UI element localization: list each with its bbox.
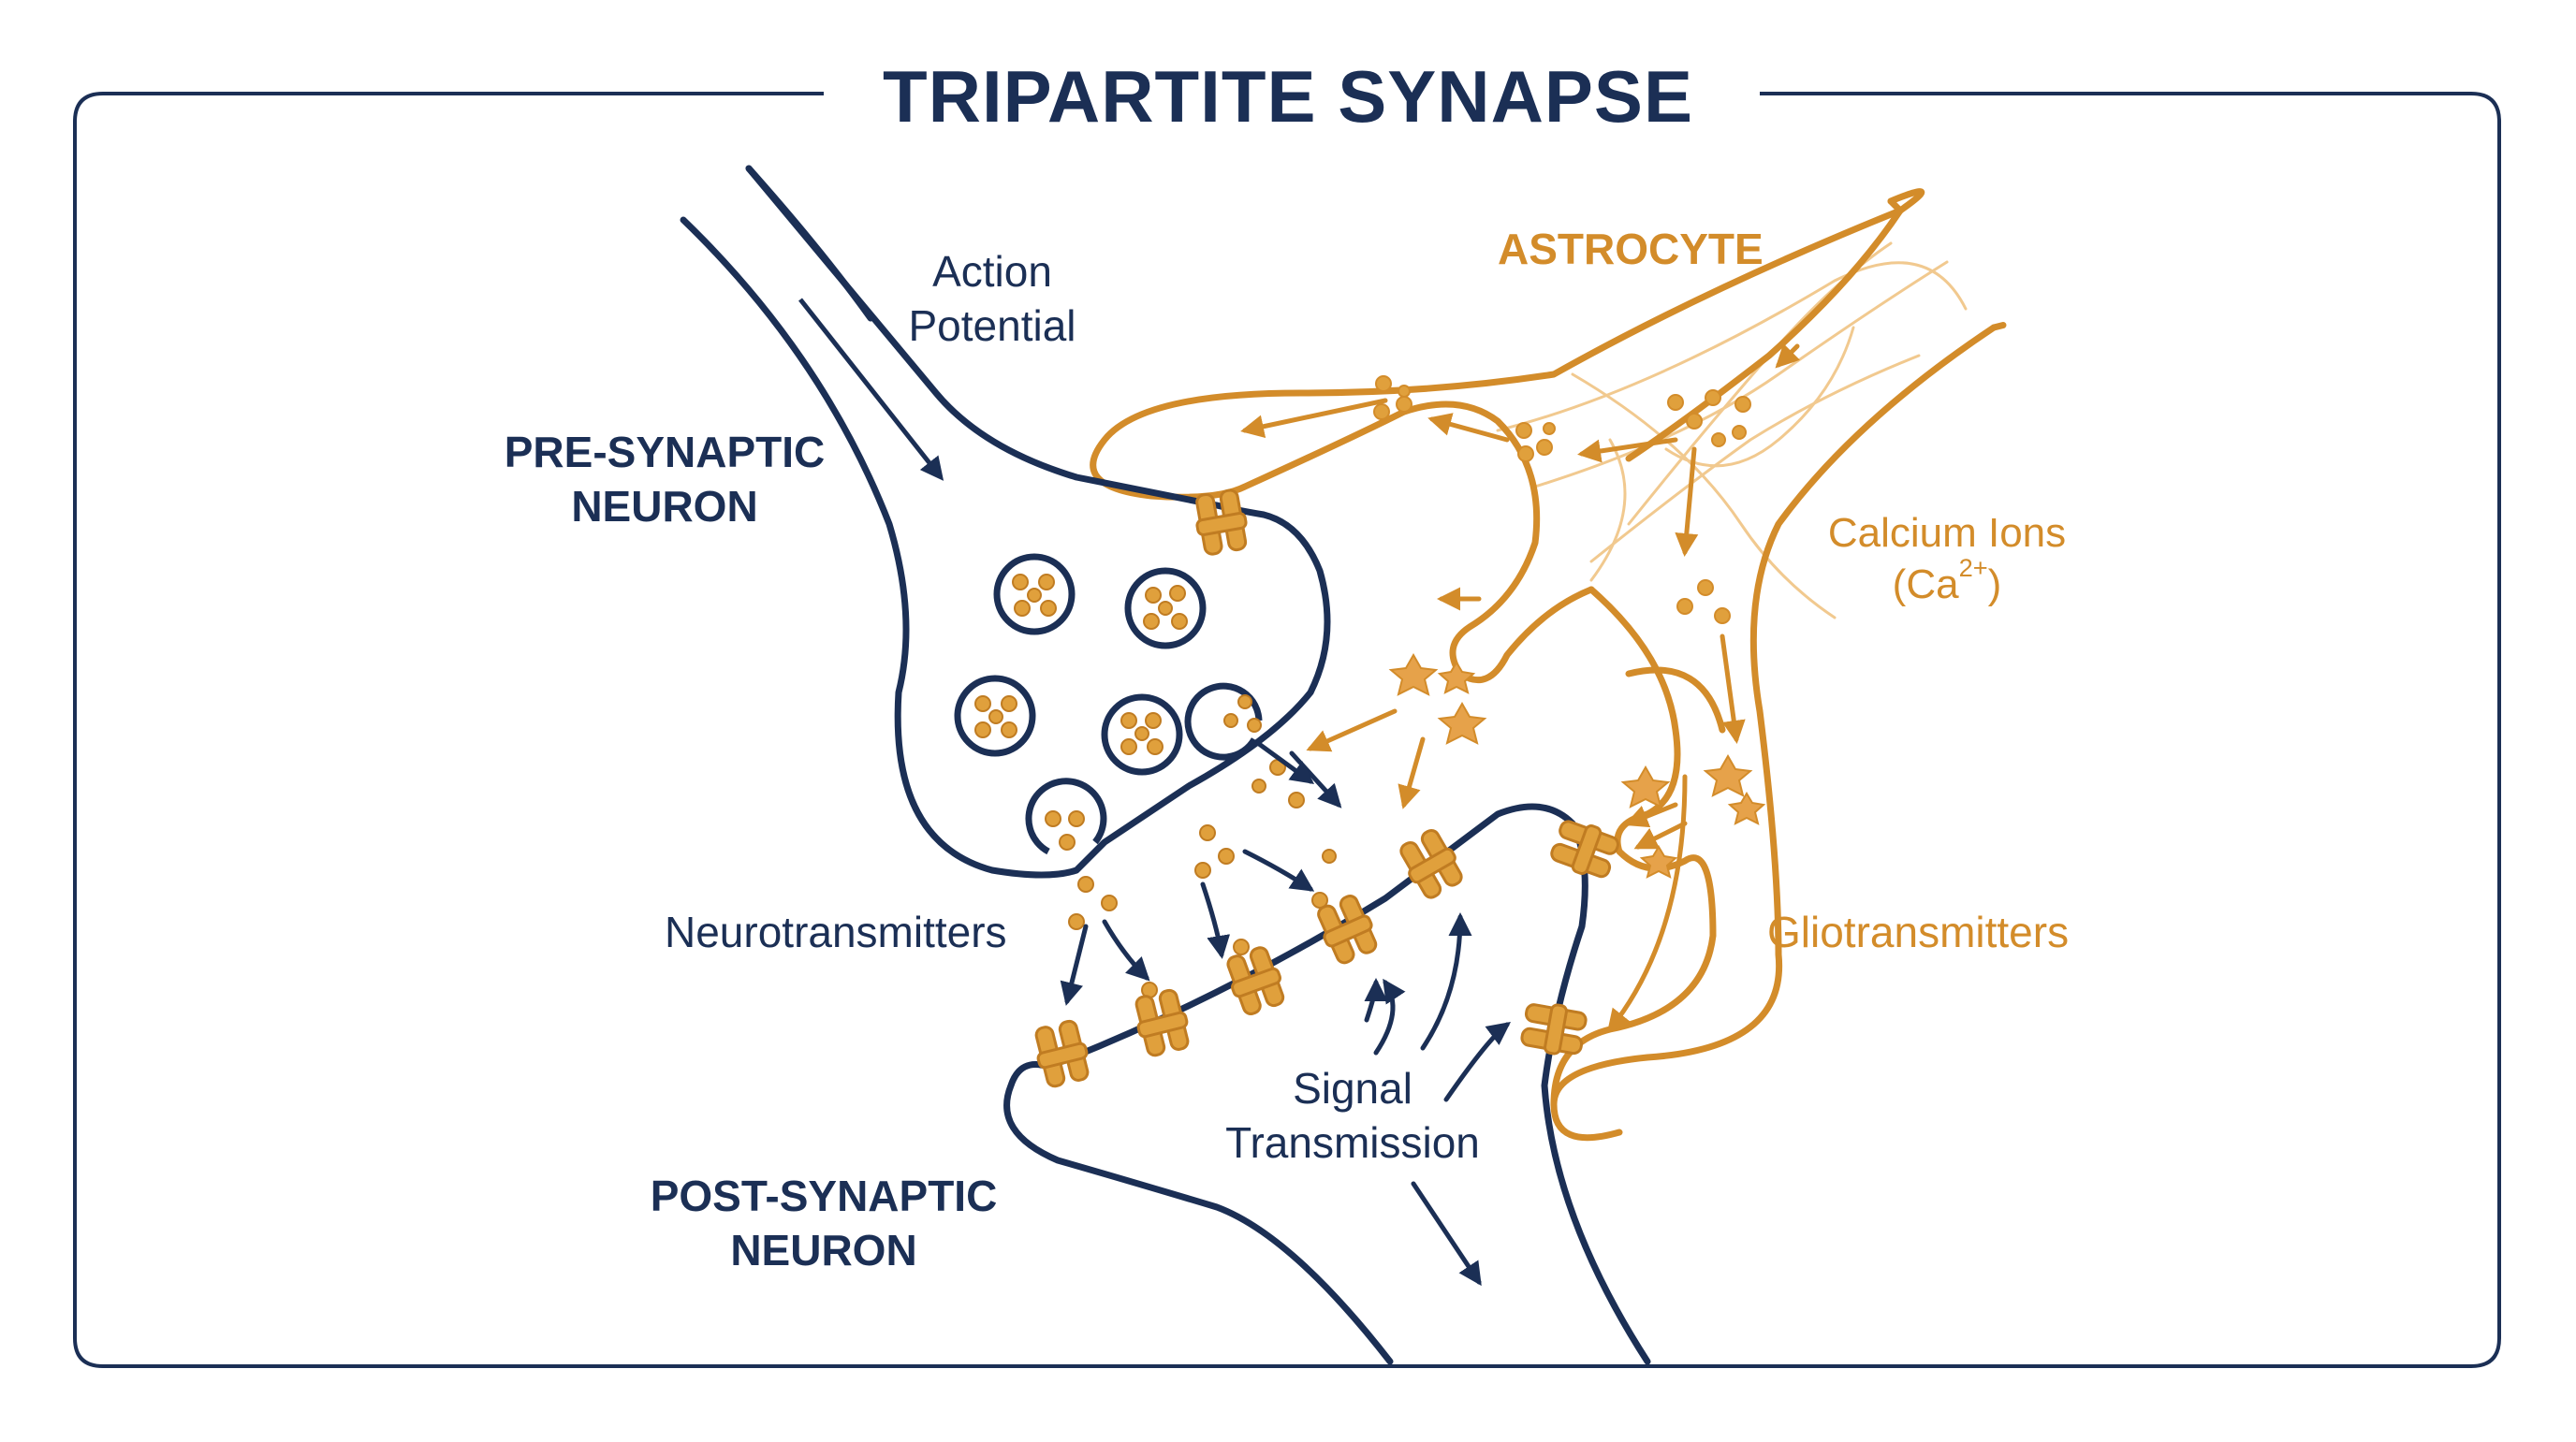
vesicle — [1101, 693, 1183, 776]
action-potential-line-2: Potential — [908, 300, 1076, 350]
receptor — [1520, 1003, 1588, 1056]
astrocyte — [1090, 188, 2007, 1142]
post-synaptic-neuron-label: POST-SYNAPTIC NEURON — [618, 1170, 1030, 1277]
synaptic-vesicles — [954, 553, 1263, 855]
pre-synaptic-line-1: PRE-SYNAPTIC — [504, 428, 826, 476]
pre-synaptic-line-2: NEURON — [571, 481, 758, 531]
fusing-vesicle — [1025, 778, 1107, 855]
calcium-ions-line-1: Calcium Ions — [1827, 510, 2067, 556]
receptor — [1134, 988, 1190, 1057]
post-synaptic-line-1: POST-SYNAPTIC — [650, 1172, 998, 1220]
signal-transmission-label: Signal Transmission — [1179, 1062, 1526, 1170]
receptor — [1195, 488, 1248, 556]
fusing-vesicle — [1184, 682, 1263, 761]
astrocyte-fibres — [1496, 241, 1968, 619]
receptor — [1226, 946, 1285, 1015]
action-potential-line-1: Action — [932, 247, 1052, 296]
diagram-title: TRIPARTITE SYNAPSE — [883, 55, 1693, 138]
neurotransmitter-arrows — [1060, 741, 1511, 1287]
calcium-close-paren: ) — [1987, 561, 2002, 607]
calcium-ions-formula: (Ca2+) — [1778, 555, 2115, 610]
pre-synaptic-neuron-label: PRE-SYNAPTIC NEURON — [468, 426, 861, 533]
signal-transmission-line-1: Signal — [1293, 1064, 1412, 1113]
vesicle — [954, 675, 1036, 757]
calcium-ion-dots — [1373, 375, 1751, 624]
neurotransmitters-label: Neurotransmitters — [665, 908, 1007, 956]
post-synaptic-line-2: NEURON — [730, 1225, 917, 1274]
neurotransmitter-dots — [1068, 759, 1337, 998]
receptor — [1399, 828, 1463, 899]
astrocyte-outer-boundary — [1550, 324, 1998, 1142]
vesicle — [1124, 567, 1207, 649]
receptor — [1550, 820, 1619, 879]
diagram-frame — [73, 92, 2501, 1368]
action-potential-arrow — [798, 298, 944, 481]
calcium-ions-label: Calcium Ions (Ca2+) — [1778, 507, 2115, 610]
astrocyte-upper-process — [1090, 207, 1904, 684]
receptor — [1317, 895, 1378, 965]
vesicle — [993, 553, 1076, 635]
action-potential-label: Action Potential — [871, 245, 1114, 353]
astrocyte-arrows — [1240, 343, 1800, 1033]
receptor — [1034, 1019, 1090, 1088]
receptors — [1034, 488, 1619, 1088]
gliotransmitters-label: Gliotransmitters — [1767, 908, 2070, 956]
calcium-symbol: (Ca — [1892, 561, 1959, 607]
signal-transmission-line-2: Transmission — [1225, 1117, 1480, 1167]
gliotransmitter-stars — [1388, 652, 1766, 879]
calcium-charge: 2+ — [1958, 552, 1988, 582]
astrocyte-label: ASTROCYTE — [1498, 225, 1764, 273]
